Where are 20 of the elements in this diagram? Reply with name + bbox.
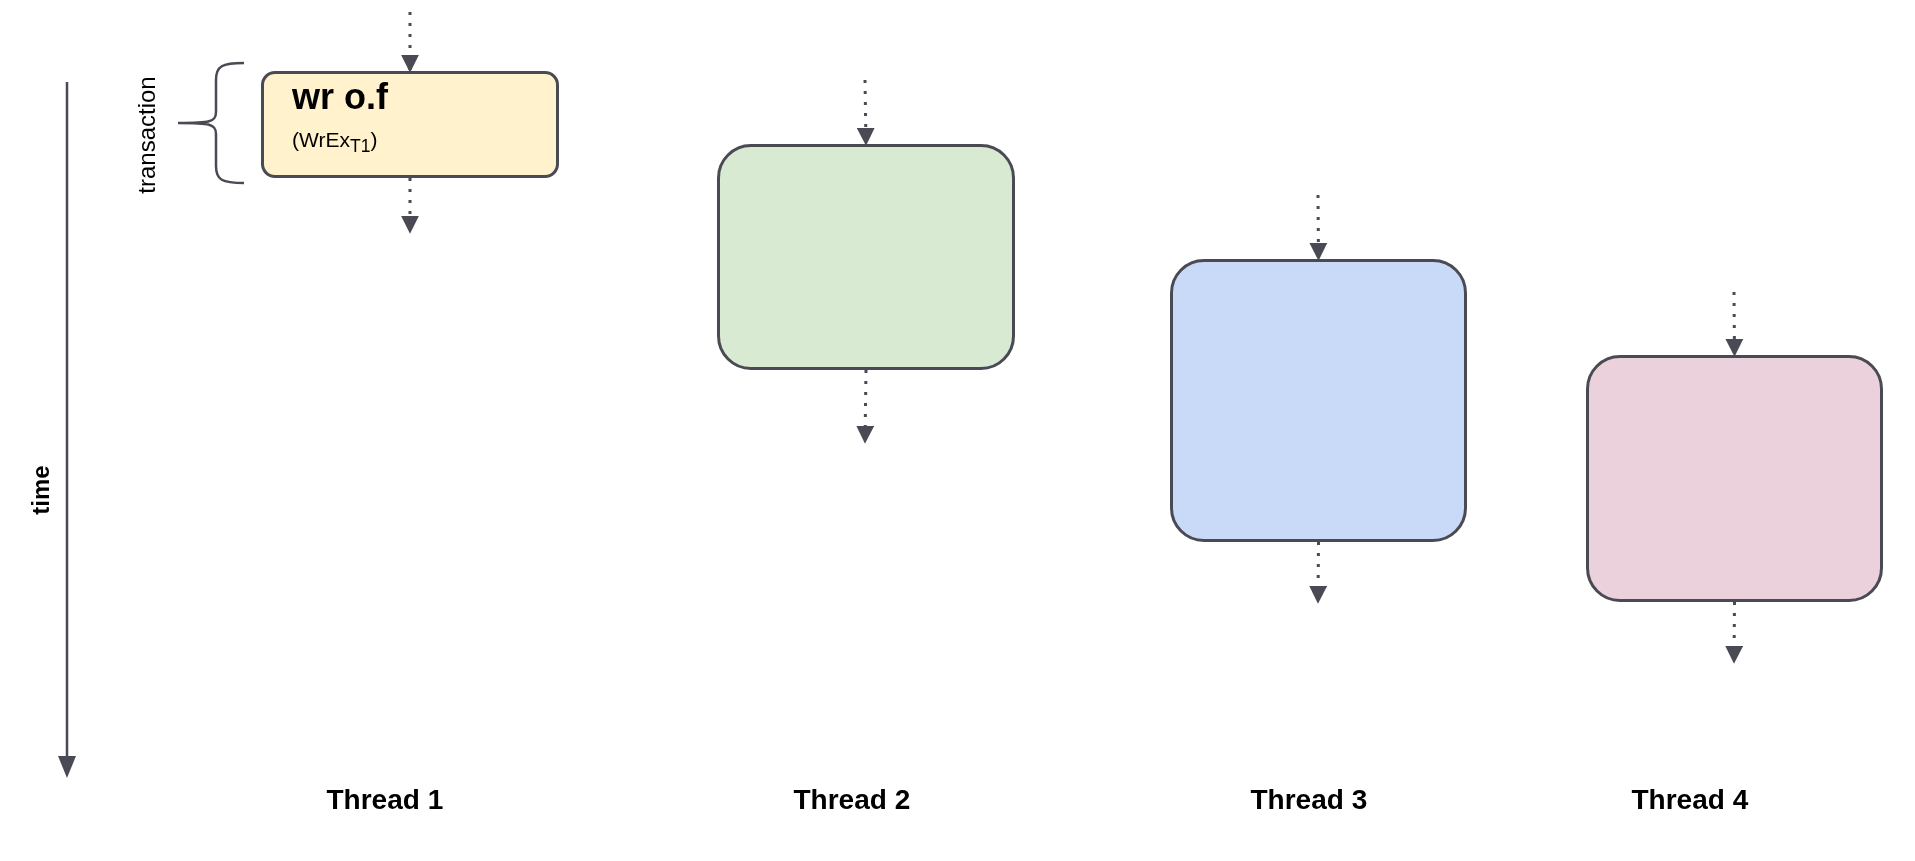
column-label: Thread 4 — [1631, 784, 1749, 816]
dotted-arrow — [1725, 602, 1744, 664]
dotted-arrow — [856, 369, 875, 444]
axis-label: time — [26, 465, 55, 515]
column-label: Thread 2 — [793, 784, 911, 816]
transaction-box — [1586, 355, 1883, 602]
transaction-box — [717, 144, 1015, 370]
transaction-box — [1170, 259, 1467, 542]
column-label: Thread 3 — [1250, 784, 1368, 816]
bracket-label: transaction — [132, 76, 161, 194]
operation-text: wr o.f — [292, 76, 388, 118]
dotted-arrow — [401, 178, 419, 234]
dotted-arrow — [1309, 542, 1328, 604]
operation-note: (WrEx$_{T1}$) — [292, 128, 378, 158]
transaction-box — [261, 71, 559, 178]
dotted-arrow — [1309, 195, 1328, 261]
dotted-arrow — [401, 12, 419, 73]
dotted-arrow — [1725, 292, 1744, 357]
column-label: Thread 1 — [326, 784, 444, 816]
dotted-arrow — [856, 79, 875, 146]
